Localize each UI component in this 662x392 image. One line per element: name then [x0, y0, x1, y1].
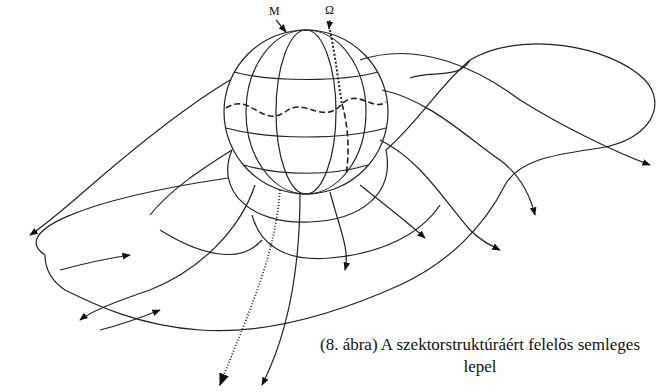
- figure-caption: (8. ábra) A szektorstruktúráért felelõs …: [306, 333, 654, 379]
- pointer-letter: Ω: [324, 3, 335, 17]
- pointer-letter: M: [268, 4, 281, 18]
